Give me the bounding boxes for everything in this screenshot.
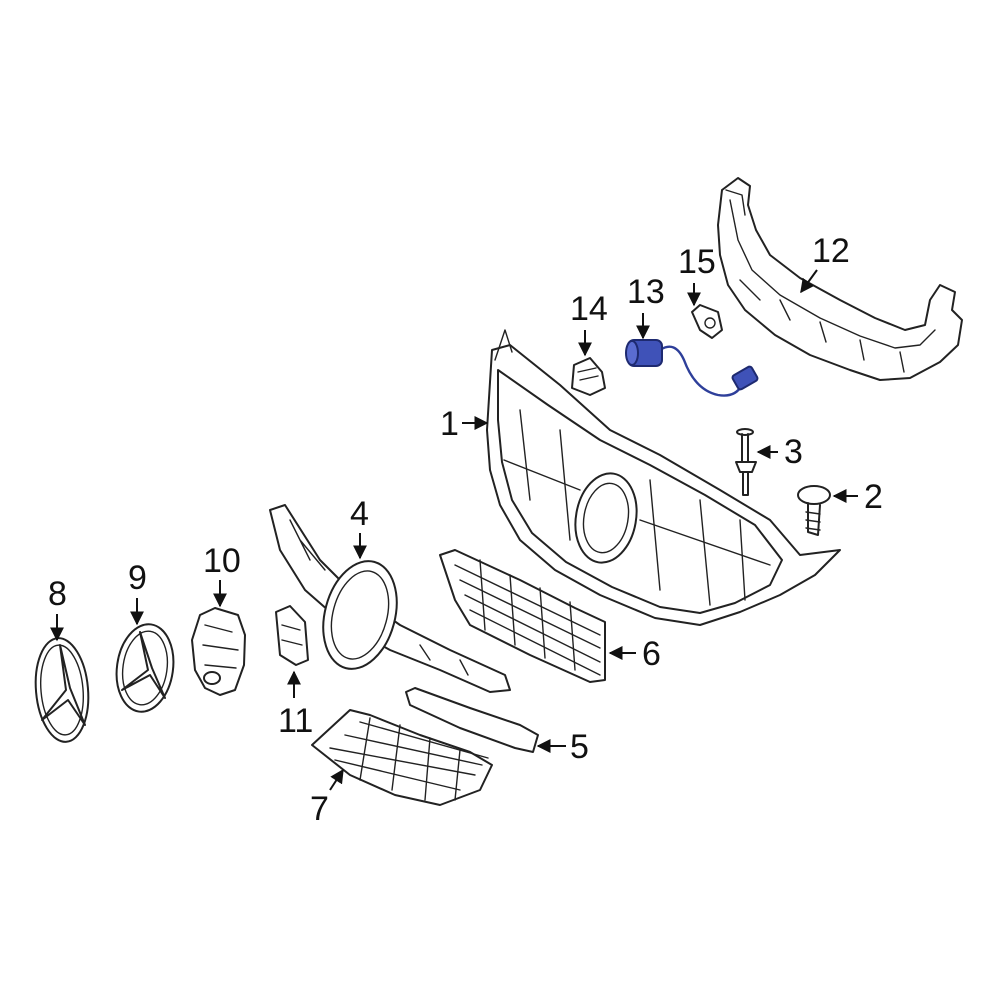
part-10-emblem-bracket[interactable] <box>191 607 246 696</box>
callout-2[interactable]: 2 <box>864 478 883 516</box>
callout-12[interactable]: 12 <box>812 232 850 270</box>
sensor-connector <box>731 365 759 391</box>
callout-1[interactable]: 1 <box>440 405 459 443</box>
callout-10[interactable]: 10 <box>203 542 241 580</box>
callout-7[interactable]: 7 <box>310 790 329 828</box>
callout-3[interactable]: 3 <box>784 433 803 471</box>
callout-13[interactable]: 13 <box>627 273 665 311</box>
callout-8[interactable]: 8 <box>48 575 67 613</box>
part-13-sensor-harness[interactable] <box>625 339 759 397</box>
part-12-support-bracket[interactable] <box>717 177 963 381</box>
part-6-grille-insert[interactable] <box>439 549 606 683</box>
callout-leaders <box>50 269 858 791</box>
part-7-mesh-insert[interactable] <box>311 709 493 806</box>
callout-14[interactable]: 14 <box>570 290 608 328</box>
part-1-grille-frame[interactable] <box>486 329 841 626</box>
part-5-trim-strip[interactable] <box>405 687 539 753</box>
part-11-clip[interactable] <box>275 605 309 666</box>
callout-5[interactable]: 5 <box>570 728 589 766</box>
part-2-screw[interactable] <box>797 485 831 536</box>
part-9-star-emblem[interactable] <box>111 621 179 716</box>
callout-4[interactable]: 4 <box>350 495 369 533</box>
part-14-clip[interactable] <box>571 357 606 396</box>
part-15-bracket[interactable] <box>691 304 723 339</box>
callout-11[interactable]: 11 <box>278 702 313 740</box>
part-4-trim-emblem-ring[interactable] <box>269 504 511 693</box>
sensor-cable <box>659 345 744 397</box>
part-3-bolt[interactable] <box>735 428 757 496</box>
callout-15[interactable]: 15 <box>678 243 716 281</box>
part-8-star-emblem[interactable] <box>32 636 93 744</box>
callout-labels: 1 2 3 4 5 6 7 8 9 10 11 12 13 14 15 <box>48 232 883 828</box>
callout-9[interactable]: 9 <box>128 559 147 597</box>
callout-6[interactable]: 6 <box>642 635 661 673</box>
